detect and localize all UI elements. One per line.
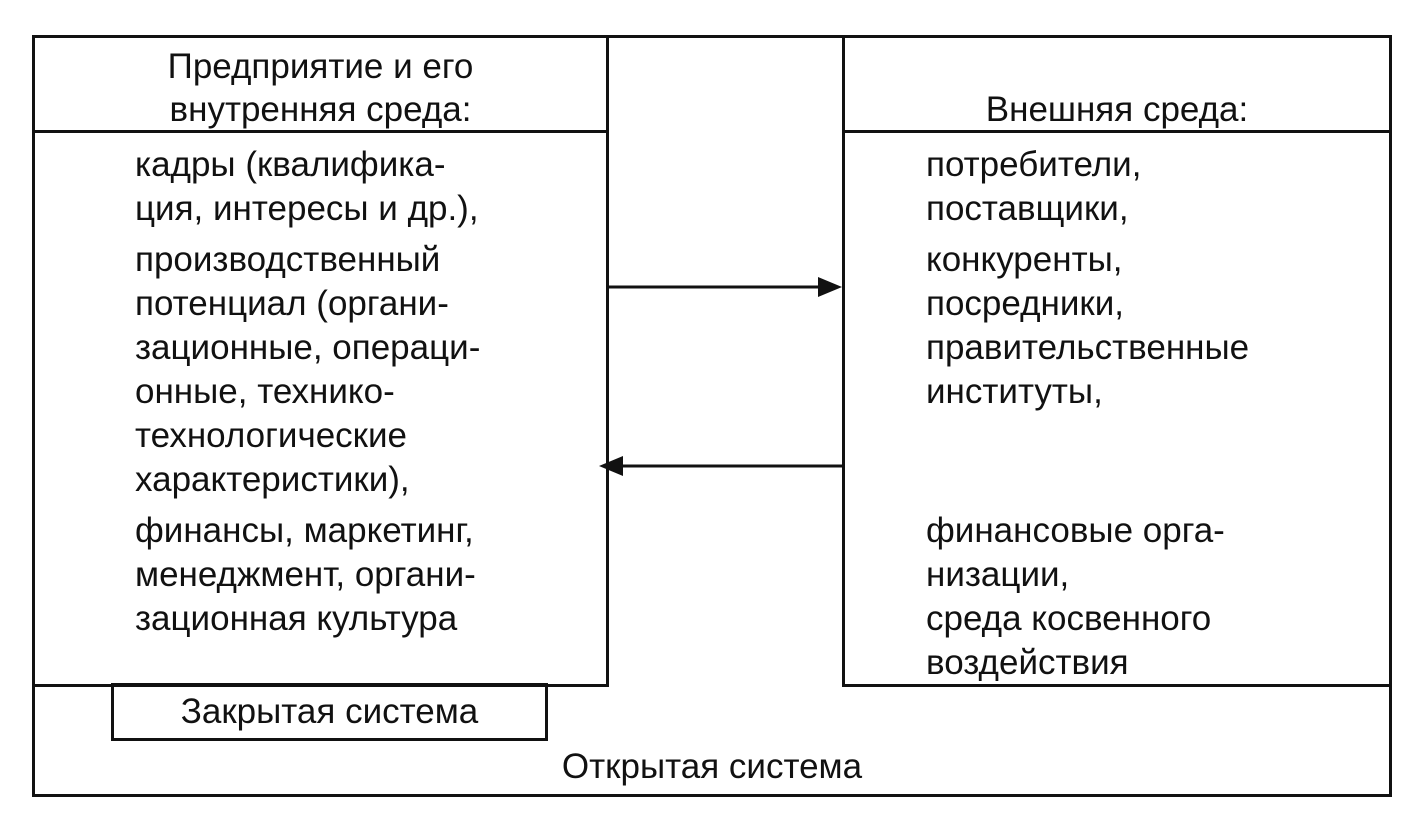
internal-factor-line: потенциал (органи- — [135, 284, 449, 323]
external-factor-line: конкуренты, — [926, 240, 1123, 279]
external-header-divider — [842, 130, 1392, 133]
internal-factor-line: производственный — [135, 240, 441, 279]
arrow-to-external — [609, 277, 842, 297]
external-factor-line: низации, — [926, 555, 1070, 594]
enterprise-header-line-2: внутренняя среда: — [169, 90, 472, 129]
internal-factor-line: зационные, операци- — [135, 328, 481, 367]
open-system-label: Открытая система — [561, 747, 863, 786]
external-factor-line: воздействия — [926, 643, 1129, 682]
closed-system-label: Закрытая система — [180, 692, 479, 731]
internal-factor-line: характеристики), — [135, 460, 410, 499]
external-header: Внешняя среда: — [985, 90, 1249, 129]
external-factor-line: потребители, — [926, 145, 1142, 184]
internal-factor-line: технологические — [135, 416, 407, 455]
internal-factor-line: менеджмент, органи- — [135, 555, 476, 594]
enterprise-header-divider — [32, 130, 609, 133]
closed-system-box — [111, 683, 548, 741]
arrow-to-enterprise — [599, 456, 842, 476]
enterprise-header-line-1: Предприятие и его — [167, 47, 474, 86]
open-system-frame — [32, 35, 1392, 797]
internal-factor-line: зационная культура — [135, 599, 458, 638]
external-factor-line: институты, — [926, 372, 1103, 411]
internal-factor-line: ция, интересы и др.), — [135, 189, 479, 228]
external-factor-line: финансовые орга- — [926, 511, 1225, 550]
external-environment-box — [842, 35, 1392, 687]
external-factor-line: правительственные — [926, 328, 1250, 367]
internal-factor-line: финансы, маркетинг, — [135, 511, 474, 550]
external-factor-line: поставщики, — [926, 189, 1129, 228]
internal-factor-line: кадры (квалифика- — [135, 145, 446, 184]
internal-factor-line: онные, технико- — [135, 372, 395, 411]
external-factor-line: среда косвенного — [926, 599, 1212, 638]
external-factor-line: посредники, — [926, 284, 1124, 323]
